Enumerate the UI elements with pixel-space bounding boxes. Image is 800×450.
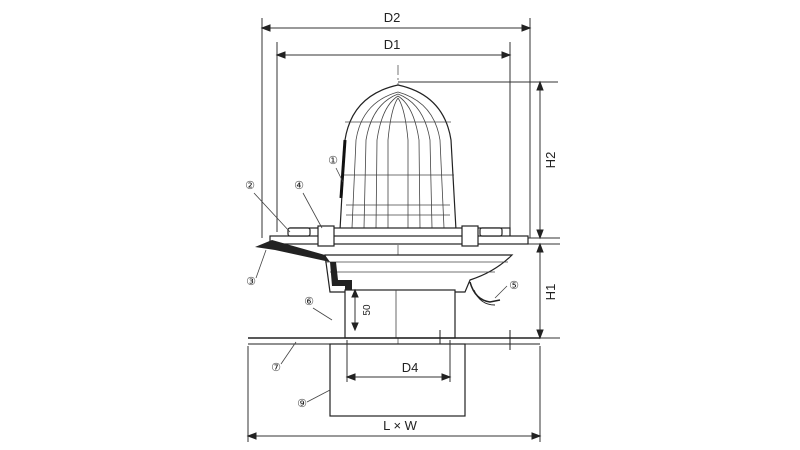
callout-6-label: ⑥ [304,296,314,308]
callout-6: ⑥ [304,296,333,321]
callout-3: ③ [246,249,267,288]
waterproof-membrane [255,240,352,330]
callout-4-label: ④ [294,180,304,192]
sleeve-box [329,343,466,417]
fifty-label: 50 [362,304,373,316]
callout-7-label: ⑦ [271,362,281,374]
callout-7: ⑦ [271,341,297,374]
dimension-h2: H2 [398,80,558,240]
dimension-lw: L × W [246,346,542,442]
outlet-pipe: 50 [344,288,456,339]
drain-body [324,254,514,293]
callout-2-label: ② [245,180,255,192]
callout-4: ④ [294,180,323,229]
lw-label: L × W [383,418,418,433]
callout-9-label: ⑨ [297,398,307,410]
d1-label: D1 [384,37,401,52]
callout-1-label: ① [328,155,338,167]
d4-label: D4 [402,360,419,375]
leak-pipe [469,281,501,306]
dimension-d1: D1 [275,37,512,232]
d2-label: D2 [384,10,401,25]
clamping-ring [269,225,529,247]
callout-5-label: ⑤ [509,280,519,292]
callout-3-label: ③ [246,276,256,288]
h1-label: H1 [543,284,558,301]
callout-5: ⑤ [494,280,519,299]
strainer-dome [339,84,457,231]
callout-9: ⑨ [297,389,331,410]
callout-2: ② [245,180,291,233]
dimension-d4: D4 [345,340,452,382]
callout-1: ① [328,155,344,183]
h2-label: H2 [543,152,558,169]
